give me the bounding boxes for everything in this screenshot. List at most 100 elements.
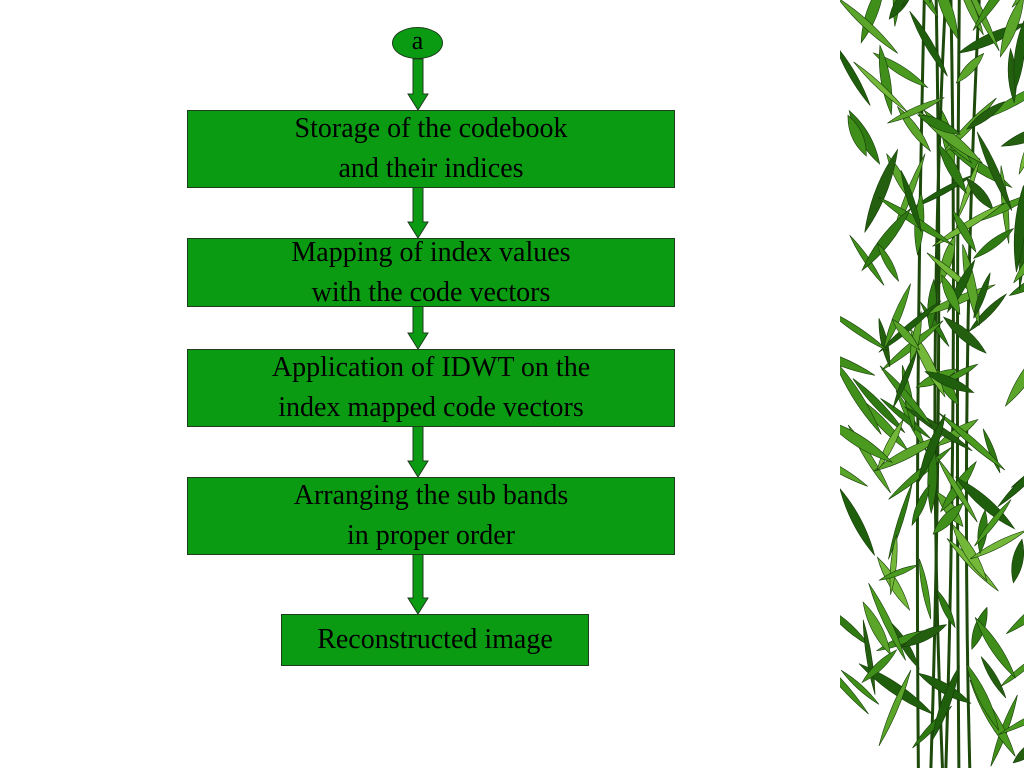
arrow-step-3-to-step-4 [407,425,429,478]
bamboo-leaf [1012,737,1024,764]
bamboo-leaf [938,412,1006,471]
step-box-1: Storage of the codebook and their indice… [187,110,675,188]
bamboo-leaf [840,358,882,435]
bamboo-leaf [840,669,880,705]
bamboo-leaf [932,202,1005,247]
step-4-line-1: Arranging the sub bands [293,480,569,511]
arrow-step-1-to-step-2 [407,186,429,239]
bamboo-leaf [916,114,961,135]
bamboo-leaf [848,109,881,165]
bamboo-leaf [840,44,871,106]
bamboo-leaf [1011,538,1024,584]
bamboo-leaf [942,316,987,354]
arrow-a-to-step-1 [407,58,429,111]
output-box: Reconstructed image [281,614,589,666]
bamboo-leaf [951,523,988,582]
connector-node-a: a [392,27,443,59]
bamboo-leaf [868,582,906,661]
bamboo-leaf [909,310,922,367]
bamboo-leaf [937,457,978,523]
bamboo-leaf [877,242,900,283]
bamboo-leaf [858,663,934,715]
bamboo-leaf [872,52,929,89]
bamboo-leaf [972,227,1015,259]
bamboo-leaf [901,624,948,648]
bamboo-leaf [1004,341,1024,407]
bamboo-leaf [956,0,984,36]
bamboo-leaf [972,0,1024,31]
bamboo-leaf [888,482,913,560]
bamboo-leaf [955,52,985,84]
bamboo-leaf [966,178,994,211]
bamboo-leaf [862,601,891,656]
step-box-2: Mapping of index values with the code ve… [187,237,675,308]
bamboo-decoration [840,0,1024,768]
bamboo-leaf [976,131,1013,211]
bamboo-leaf [878,669,912,747]
bamboo-leaf [879,365,933,427]
bamboo-leaf [1000,123,1024,147]
step-3-line-1: Application of IDWT on the [271,352,591,383]
bamboo-leaf [840,309,889,352]
bamboo-leaf [847,114,867,157]
bamboo-leaf [878,564,920,581]
bamboo-leaf [892,350,918,409]
bamboo-leaf [918,413,946,483]
bamboo-leaf [891,318,921,351]
bamboo-leaf [957,158,981,220]
bamboo-leaf [883,283,911,350]
bamboo-leaf [852,378,906,434]
step-box-4: Arranging the sub bands in proper order [187,477,675,555]
bamboo-leaf [997,454,1024,508]
step-4-line-2: in proper order [347,520,515,551]
bamboo-leaf [878,318,891,368]
bamboo-leaf [919,558,932,620]
bamboo-leaf [887,97,945,124]
bamboo-leaf [878,300,942,353]
bamboo-leaf [853,61,908,113]
bamboo-leaf [941,274,961,316]
bamboo-leaf [864,149,899,233]
bamboo-leaf [840,605,870,647]
bamboo-leaf [966,663,1000,731]
step-1-line-2: and their indices [338,153,524,184]
step-2-line-1: Mapping of index values [291,236,571,268]
step-3-line-2: index mapped code vectors [278,392,584,423]
bamboo-leaf [840,0,899,54]
bamboo-leaf [999,0,1024,58]
step-box-3: Application of IDWT on the index mapped … [187,349,675,427]
bamboo-leaf [840,345,876,376]
step-2-line-2: with the code vectors [311,276,551,308]
bamboo-leaf [1000,653,1024,687]
connector-label: a [411,26,424,55]
bamboo-leaf [973,272,991,319]
bamboo-leaf [933,0,959,40]
step-1-line-1: Storage of the codebook [294,113,568,144]
bamboo-leaf [840,652,869,715]
bamboo-leaf [932,502,964,535]
bamboo-leaf [847,424,891,494]
bamboo-leaf [911,484,930,527]
bamboo-leaf [1013,241,1024,284]
bamboo-leaf [936,589,956,629]
bamboo-leaf [924,371,975,393]
bamboo-leaf [900,170,922,233]
bamboo-leaf [917,672,972,704]
bamboo-leaf [888,0,914,20]
bamboo-leaf [937,142,967,195]
bamboo-leaf [927,278,937,333]
bamboo-leaf [974,617,1016,679]
bamboo-leaf [931,665,960,742]
bamboo-leaf [873,435,943,472]
bamboo-leaf [909,10,948,77]
bamboo-leaf [974,499,1012,547]
bamboo-leaf [840,450,868,487]
bamboo-leaf [840,419,893,463]
bamboo-leaf [966,101,1006,130]
bamboo-leaf [969,530,1024,560]
bamboo-leaf [1013,185,1024,273]
arrow-step-4-to-output [407,553,429,615]
bamboo-leaf [980,656,1007,699]
bamboo-leaf [861,649,898,684]
